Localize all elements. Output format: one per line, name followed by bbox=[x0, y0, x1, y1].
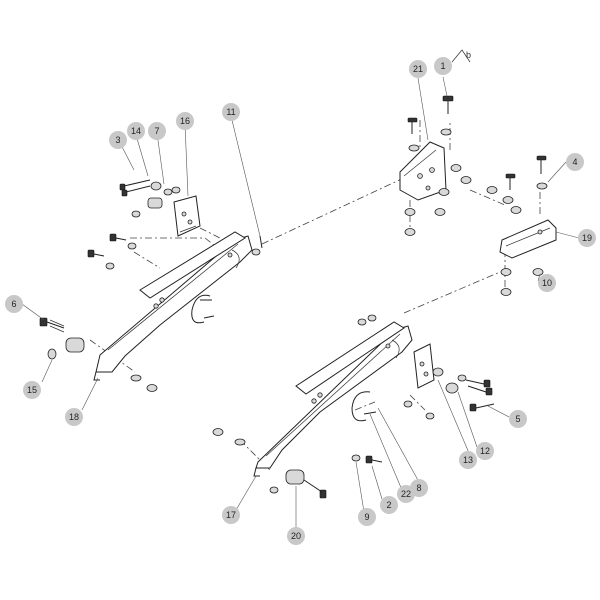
callout-17-label: 17 bbox=[226, 510, 236, 520]
callout-15-label: 15 bbox=[27, 385, 37, 395]
sheet-mark: b bbox=[451, 49, 471, 63]
callout-19-label: 19 bbox=[582, 233, 592, 243]
callout-7: 7 bbox=[148, 122, 166, 140]
callout-1-label: 1 bbox=[440, 61, 445, 71]
callout-15: 15 bbox=[23, 381, 41, 399]
callout-4: 4 bbox=[566, 153, 584, 171]
callout-21: 21 bbox=[409, 60, 427, 78]
callout-21-label: 21 bbox=[413, 64, 423, 74]
callout-14: 14 bbox=[127, 122, 145, 140]
callout-19: 19 bbox=[578, 229, 596, 247]
sheet-mark-label: b bbox=[466, 50, 471, 60]
callout-16-label: 16 bbox=[180, 116, 190, 126]
callout-11: 11 bbox=[222, 103, 240, 121]
callout-11-label: 11 bbox=[226, 107, 235, 117]
callout-2-label: 2 bbox=[386, 500, 391, 510]
callout-16: 16 bbox=[176, 112, 194, 130]
callout-1: 1 bbox=[434, 57, 452, 75]
callout-18: 18 bbox=[65, 408, 83, 426]
left-spring-clip bbox=[191, 294, 215, 324]
callout-18-label: 18 bbox=[69, 412, 79, 422]
callout-4-label: 4 bbox=[572, 157, 577, 167]
leader-lines bbox=[21, 76, 580, 528]
callout-13: 13 bbox=[459, 451, 477, 469]
callout-3-label: 3 bbox=[115, 135, 120, 145]
upper-right-bracket bbox=[399, 141, 447, 201]
fasteners bbox=[39, 95, 548, 499]
callout-12-label: 12 bbox=[480, 446, 490, 456]
left-frame-bracket bbox=[93, 231, 253, 381]
right-spring-clip bbox=[351, 391, 377, 422]
callout-17: 17 bbox=[222, 506, 240, 524]
callout-20-label: 20 bbox=[291, 531, 301, 541]
callout-3: 3 bbox=[109, 131, 127, 149]
callout-10: 10 bbox=[538, 274, 556, 292]
upper-left-mount-plate bbox=[173, 195, 201, 237]
callout-5-label: 5 bbox=[515, 414, 520, 424]
callout-7-label: 7 bbox=[154, 126, 159, 136]
right-frame-bracket bbox=[253, 321, 413, 477]
callout-6: 6 bbox=[5, 295, 23, 313]
callout-6-label: 6 bbox=[11, 299, 16, 309]
callout-5: 5 bbox=[509, 410, 527, 428]
callout-9-label: 9 bbox=[364, 512, 369, 522]
callout-8-label: 8 bbox=[416, 483, 421, 493]
callout-10-label: 10 bbox=[542, 278, 552, 288]
callout-20: 20 bbox=[287, 527, 305, 545]
callout-22-label: 22 bbox=[401, 489, 411, 499]
callout-14-label: 14 bbox=[131, 126, 141, 136]
callout-2: 2 bbox=[380, 496, 398, 514]
callout-22: 22 bbox=[397, 485, 415, 503]
lower-right-mount-plate bbox=[413, 343, 435, 389]
right-side-bracket bbox=[499, 219, 557, 259]
callout-13-label: 13 bbox=[463, 455, 473, 465]
callout-12: 12 bbox=[476, 442, 494, 460]
callout-9: 9 bbox=[358, 508, 376, 526]
